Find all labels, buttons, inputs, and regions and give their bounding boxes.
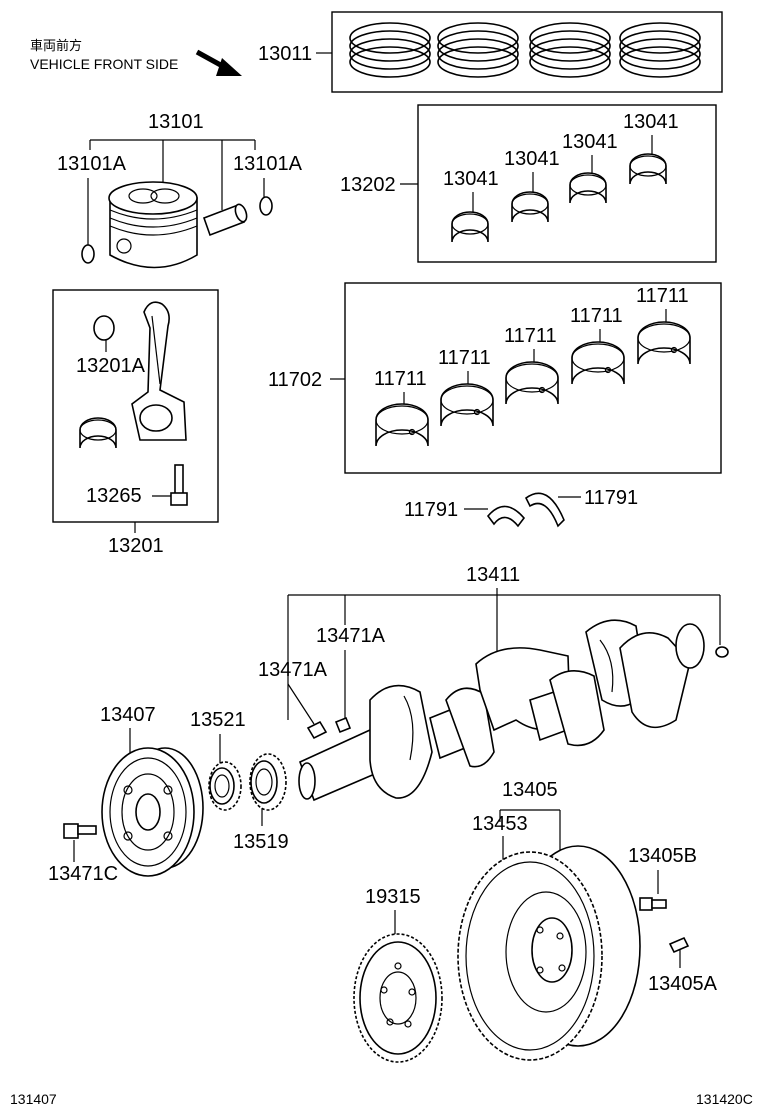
- bearing-shell-icon: [451, 153, 667, 243]
- thrust-washer-group: 11791 11791: [404, 487, 638, 528]
- drive-plate-icon: [353, 933, 443, 1063]
- thrust-washer-icon: [486, 492, 565, 528]
- pin-icon: [306, 646, 729, 740]
- connecting-rod-group: 13201A 13265 13201: [52, 289, 219, 557]
- part-label-13411[interactable]: 13411: [466, 564, 520, 586]
- part-label-13521[interactable]: 13521: [190, 709, 246, 731]
- part-label-13101A-left[interactable]: 13101A: [57, 153, 127, 175]
- part-label-11711-a[interactable]: 11711: [374, 368, 427, 390]
- piston-icon: [108, 181, 198, 269]
- flywheel-icon: [457, 845, 641, 1061]
- part-label-11711-c[interactable]: 11711: [504, 325, 557, 347]
- crank-pulley-group: 13407 13471C: [48, 704, 204, 885]
- part-label-13405B[interactable]: 13405B: [628, 845, 697, 867]
- part-label-13471A-upper[interactable]: 13471A: [316, 625, 386, 647]
- part-label-19315[interactable]: 19315: [365, 886, 421, 908]
- crankshaft-group: 13411 13471A 13471A: [258, 564, 729, 802]
- part-label-11791-right[interactable]: 11791: [584, 487, 638, 509]
- bearing-shell-icon: [375, 321, 691, 447]
- timing-gear-group: 13521 13519: [190, 709, 289, 853]
- crankshaft-icon: [298, 619, 705, 802]
- piston-ring-set-group: 13011: [258, 11, 723, 93]
- part-label-13407[interactable]: 13407: [100, 704, 156, 726]
- footer-left-code: 131407: [10, 1091, 57, 1107]
- flywheel-group: 13405 13453 13405B 13405A: [457, 779, 718, 1061]
- part-label-13405A[interactable]: 13405A: [648, 973, 718, 995]
- main-bearing-set-group: 11702 11711 11711 11711 11711 11711: [268, 282, 722, 474]
- ring-set-box: [331, 11, 723, 93]
- piston-pin-icon: [202, 203, 248, 237]
- part-label-13011[interactable]: 13011: [258, 43, 312, 65]
- part-label-13202[interactable]: 13202: [340, 174, 396, 196]
- snap-ring-icon: [81, 196, 273, 264]
- orientation-note: 車両前方 VEHICLE FRONT SIDE: [30, 38, 242, 76]
- bolt-icon: [63, 823, 97, 839]
- bearing-shell-icon: [79, 417, 117, 449]
- footer-right-code: 131420C: [696, 1091, 753, 1107]
- part-label-13405[interactable]: 13405: [502, 779, 558, 801]
- part-label-11711-e[interactable]: 11711: [636, 285, 689, 307]
- connecting-rod-icon: [93, 301, 187, 441]
- part-label-13101A-right[interactable]: 13101A: [233, 153, 303, 175]
- part-label-13201A[interactable]: 13201A: [76, 355, 146, 377]
- crank-pulley-icon: [101, 747, 204, 877]
- part-label-13041-a[interactable]: 13041: [443, 168, 499, 190]
- part-label-13471A-lower[interactable]: 13471A: [258, 659, 328, 681]
- part-label-13265[interactable]: 13265: [86, 485, 142, 507]
- part-label-13453[interactable]: 13453: [472, 813, 528, 835]
- part-label-13519[interactable]: 13519: [233, 831, 289, 853]
- part-label-13201[interactable]: 13201: [108, 535, 164, 557]
- part-label-13041-c[interactable]: 13041: [562, 131, 618, 153]
- rod-bearing-set-group: 13202 13041 13041 13041 13041: [340, 104, 717, 263]
- part-label-13041-d[interactable]: 13041: [623, 111, 679, 133]
- arrow-down-right-icon: [195, 49, 242, 76]
- piston-ring-set-icon: [349, 22, 701, 78]
- orientation-cn-label: 車両前方: [30, 38, 82, 54]
- part-label-13041-b[interactable]: 13041: [504, 148, 560, 170]
- drive-plate-group: 19315: [353, 886, 443, 1063]
- orientation-en-label: VEHICLE FRONT SIDE: [30, 56, 178, 72]
- part-label-11711-d[interactable]: 11711: [570, 305, 623, 327]
- main-bearing-box: [344, 282, 722, 474]
- bolt-icon: [170, 464, 188, 506]
- part-label-11791-left[interactable]: 11791: [404, 499, 458, 521]
- piston-group: 13101 13101A 13101A: [57, 111, 303, 269]
- part-label-13101[interactable]: 13101: [148, 111, 204, 133]
- timing-gear-icon: [208, 753, 287, 811]
- part-label-11702[interactable]: 11702: [268, 369, 322, 391]
- part-label-13471C[interactable]: 13471C: [48, 863, 118, 885]
- bolt-icon: [639, 897, 667, 911]
- part-label-11711-b[interactable]: 11711: [438, 347, 491, 369]
- pin-icon: [668, 936, 690, 954]
